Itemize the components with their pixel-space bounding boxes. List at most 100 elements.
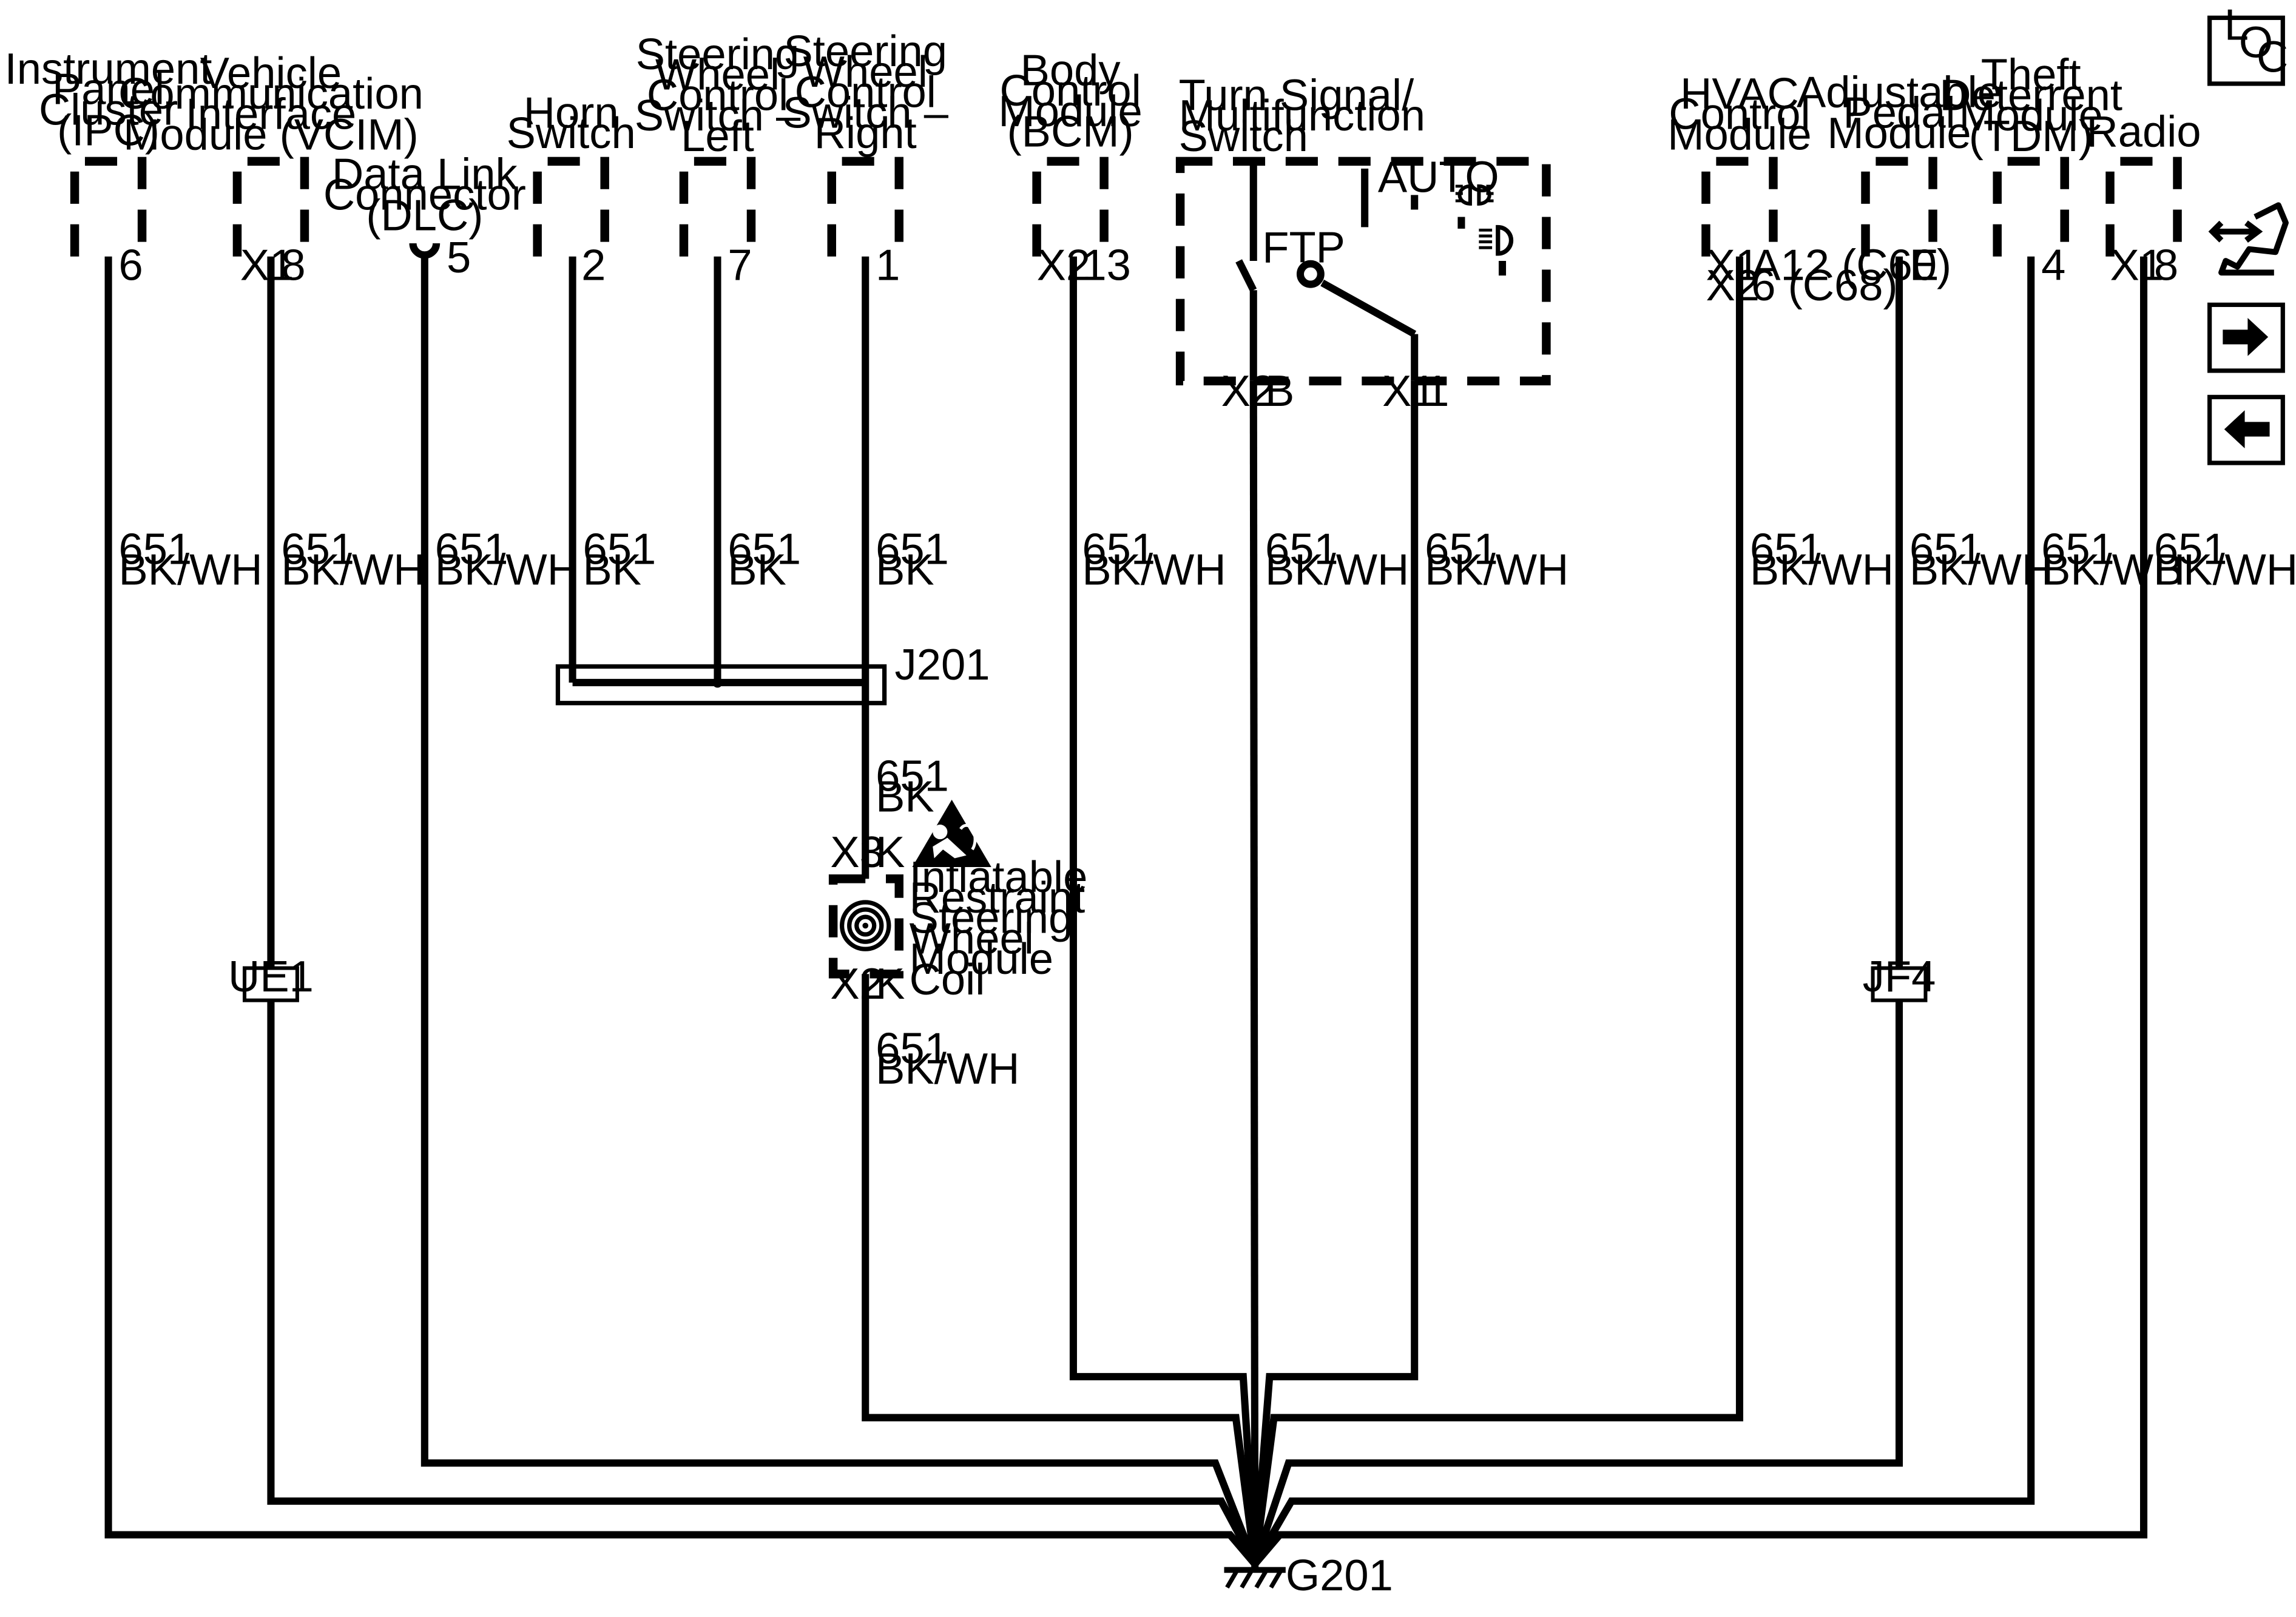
svg-text:Control: Control — [795, 68, 936, 117]
hvac-box — [1701, 157, 1778, 257]
loc-icon: L O C — [2224, 1, 2288, 82]
svg-text:651: 651 — [2154, 524, 2227, 573]
wire-pedal — [1251, 256, 1903, 1565]
svg-text:Steering: Steering — [783, 27, 947, 76]
turn-signal-switch-internals: FTP AUTO — [1235, 153, 1514, 381]
svg-text:Wheel: Wheel — [910, 914, 1034, 963]
ground-g201: G201 — [1224, 1551, 1393, 1600]
svg-text:651: 651 — [1909, 524, 1983, 573]
svg-text:Module: Module — [1827, 109, 1971, 158]
svg-text:UE1: UE1 — [228, 952, 314, 1001]
svg-text:K: K — [876, 959, 905, 1008]
svg-text:651: 651 — [876, 752, 949, 801]
svg-text:BK/WH: BK/WH — [1425, 545, 1568, 594]
svg-text:Connector: Connector — [323, 170, 526, 219]
svg-text:AUTO: AUTO — [1378, 153, 1499, 202]
turn-signal-switch-box — [1175, 157, 1551, 386]
svg-text:BK/WH: BK/WH — [118, 545, 262, 594]
svg-text:X2: X2 — [1037, 240, 1091, 289]
wire-vcim — [267, 256, 1258, 1566]
svg-text:Interface: Interface — [186, 90, 357, 139]
inline-connector-ue1: UE1 — [228, 952, 314, 1002]
svg-text:E: E — [1909, 240, 1939, 289]
previous-arrow-icon — [2224, 410, 2270, 448]
svg-text:A12 (C60): A12 (C60) — [1751, 240, 1951, 289]
svg-text:Switch: Switch — [507, 109, 636, 158]
svg-text:Deterrent: Deterrent — [1939, 70, 2122, 120]
svg-text:Left: Left — [681, 112, 754, 161]
svg-text:13: 13 — [1082, 240, 1131, 289]
parking-lamp-icon — [1455, 184, 1494, 229]
svg-text:BK/WH: BK/WH — [281, 545, 425, 594]
svg-text:HVAC: HVAC — [1680, 69, 1799, 118]
svg-text:Module (VCIM): Module (VCIM) — [123, 110, 419, 160]
svg-text:651: 651 — [728, 524, 801, 573]
svg-text:5: 5 — [447, 233, 471, 282]
svg-text:651: 651 — [1425, 524, 1498, 573]
svg-text:X2: X2 — [1706, 261, 1760, 310]
svg-text:K: K — [876, 828, 905, 877]
previous-page-button[interactable] — [2207, 394, 2285, 465]
svg-text:Communication: Communication — [118, 69, 424, 118]
wires — [104, 256, 2148, 1567]
label-turn-signal-switch: Turn Signal/ Multifunction Switch — [1179, 70, 1425, 161]
svg-text:Vehicle: Vehicle — [200, 49, 342, 98]
svg-text:B: B — [1265, 366, 1294, 416]
wire-radio — [1252, 256, 2148, 1567]
vcim-box — [232, 157, 309, 257]
svg-text:L: L — [2224, 1, 2249, 50]
svg-text:Switch –: Switch – — [782, 88, 948, 137]
component-boxes — [70, 157, 2182, 386]
wire-ipc — [104, 256, 1258, 1567]
svg-text:651: 651 — [1750, 524, 1823, 573]
wire-coil-to-ground — [862, 974, 1259, 1565]
svg-text:BK/WH: BK/WH — [1909, 545, 2053, 594]
connector-view-button[interactable] — [2208, 202, 2289, 276]
label-hvac: HVAC Control Module — [1667, 69, 1811, 160]
svg-text:BK/WH: BK/WH — [435, 545, 579, 594]
svg-text:Control: Control — [647, 70, 788, 120]
wire-tdm — [1251, 256, 2035, 1566]
svg-text:Steering: Steering — [910, 894, 1073, 943]
label-ipc: Instrument Panel Cluster (IPC) — [5, 44, 212, 155]
next-page-button[interactable] — [2207, 302, 2285, 373]
inline-connector-jf4: JF4 — [1863, 952, 1936, 1002]
swc-right-box — [827, 157, 903, 257]
svg-text:6: 6 — [118, 240, 143, 289]
wire-dlc — [420, 256, 1258, 1565]
wire-ts-x1 — [1251, 380, 1419, 1565]
svg-text:Module: Module — [998, 87, 1142, 136]
svg-text:BK/WH: BK/WH — [2041, 545, 2185, 594]
svg-text:Panel: Panel — [52, 65, 164, 114]
svg-text:O: O — [2239, 18, 2273, 67]
svg-text:Inflatable: Inflatable — [910, 852, 1088, 902]
svg-text:8: 8 — [2154, 240, 2178, 289]
svg-text:Adjustable: Adjustable — [1797, 68, 2002, 117]
loc-button[interactable]: L O C — [2207, 1, 2289, 86]
svg-text:Switch: Switch — [1179, 112, 1308, 161]
svg-text:Multifunction: Multifunction — [1179, 91, 1425, 140]
svg-text:BK/WH: BK/WH — [876, 1044, 1019, 1093]
svg-text:Switch –: Switch – — [635, 91, 801, 140]
label-adjustable-pedal: Adjustable Pedal Module — [1797, 68, 2002, 158]
svg-text:1: 1 — [876, 240, 900, 289]
dlc-terminal — [409, 243, 441, 259]
svg-text:651: 651 — [1082, 524, 1155, 573]
svg-text:651: 651 — [281, 524, 354, 573]
svg-text:JF4: JF4 — [1863, 952, 1936, 1001]
svg-text:Restraint: Restraint — [910, 873, 1086, 922]
pedal-box — [1861, 157, 1937, 257]
svg-text:BK: BK — [876, 545, 934, 594]
swc-left-box — [679, 157, 756, 257]
svg-text:BK/WH: BK/WH — [1265, 545, 1409, 594]
horn-switch-box — [533, 157, 609, 257]
svg-text:X1: X1 — [240, 240, 294, 289]
svg-text:BK/WH: BK/WH — [2154, 545, 2296, 594]
splice-j201: J201 — [555, 640, 990, 706]
clockspring-icon — [840, 900, 891, 951]
svg-text:4: 4 — [2041, 240, 2065, 289]
svg-text:BK/WH: BK/WH — [1082, 545, 1226, 594]
svg-text:X2: X2 — [1221, 366, 1275, 416]
svg-text:Theft: Theft — [1981, 50, 2081, 100]
